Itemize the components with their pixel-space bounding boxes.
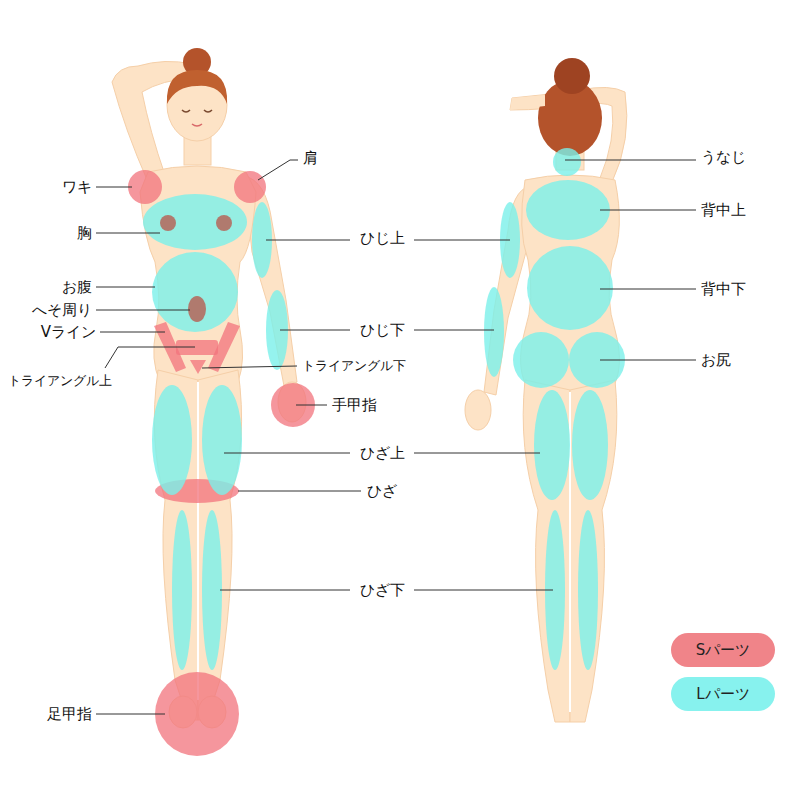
part-label: トライアングル下 [302, 358, 406, 374]
part-label: 手甲指 [332, 396, 377, 414]
part-label: 足甲指 [47, 705, 92, 723]
legend-swatch: Lパーツ [671, 677, 775, 711]
part-label: お尻 [701, 351, 731, 369]
part-label: ひざ [367, 482, 397, 500]
legend-swatch: Sパーツ [671, 633, 775, 667]
part-label: ひざ上 [360, 444, 405, 462]
part-label: ひざ下 [360, 581, 405, 599]
legend-text: Sパーツ [696, 641, 751, 660]
part-label: トライアングル上 [8, 373, 112, 389]
part-label: Vライン [41, 323, 96, 341]
part-label: 胸 [77, 224, 92, 242]
part-label: 背中下 [701, 280, 746, 298]
legend-text: Lパーツ [696, 685, 749, 704]
part-label: うなじ [701, 148, 746, 166]
part-label: ひじ上 [360, 229, 405, 247]
part-label: お腹 [62, 278, 92, 296]
part-label: へそ周り [32, 301, 92, 319]
part-label: 背中上 [701, 201, 746, 219]
part-label: 肩 [303, 149, 318, 167]
part-label: ひじ下 [360, 321, 405, 339]
part-label: ワキ [62, 178, 92, 196]
